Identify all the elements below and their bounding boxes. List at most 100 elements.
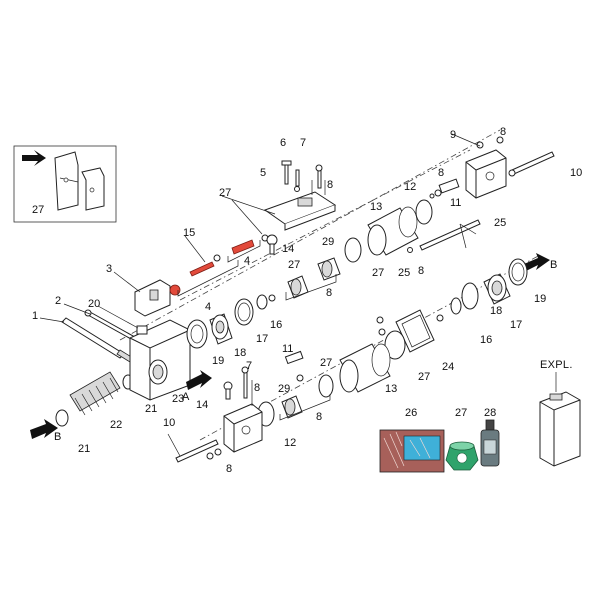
part-label-8: 8 [254, 382, 260, 394]
part-label-27: 27 [320, 357, 332, 369]
part-label-17: 17 [256, 333, 268, 345]
seal-part-27-c [318, 374, 334, 398]
part-label-8: 8 [438, 167, 444, 179]
ball-part-25 [407, 247, 413, 253]
view-label-a: A [182, 391, 190, 403]
piston-part-18 [209, 313, 233, 345]
screw-part-9 [496, 136, 504, 144]
part-label-12: 12 [404, 181, 416, 193]
exploded-view-label: EXPL. [540, 359, 573, 371]
pin-part-25 [419, 219, 481, 251]
tube-part-13-upper [367, 206, 419, 256]
part-label-1: 1 [32, 310, 38, 322]
valve-part-11-lower [284, 350, 304, 365]
part-label-17: 17 [510, 319, 522, 331]
washer [213, 254, 221, 262]
part-label-2: 2 [55, 295, 61, 307]
group-bracket-4 [177, 260, 239, 297]
tube-part-13-lower [339, 343, 391, 393]
view-label-b: B [550, 259, 557, 271]
screw-head-7 [315, 164, 323, 172]
part-label-27: 27 [288, 259, 300, 271]
part-label-8: 8 [316, 411, 322, 423]
washer [268, 294, 276, 302]
part-label-7: 7 [246, 360, 252, 372]
part-label-16: 16 [270, 319, 282, 331]
part-label-8: 8 [326, 287, 332, 299]
washer-part-29 [296, 374, 304, 382]
part-label-19: 19 [534, 293, 546, 305]
inset-screw [63, 177, 69, 183]
housing-part-23 [129, 319, 191, 401]
top-bracket-assembly [263, 160, 337, 255]
bolt-part-10-upper [511, 151, 555, 175]
mid-axis-line [179, 149, 471, 301]
piston-part-18-b [483, 273, 511, 305]
nut [206, 452, 214, 460]
part-label-11: 11 [282, 343, 293, 355]
part-label-8: 8 [418, 265, 424, 277]
screw [376, 316, 384, 324]
part-labels: 1 2 3 4 4 5 6 7 7 8 8 8 8 8 8 8 8 9 10 1… [32, 126, 582, 475]
upper-row-parts [186, 136, 555, 349]
part-label-22: 22 [110, 419, 122, 431]
part-label-27: 27 [32, 204, 44, 216]
part-label-8: 8 [500, 126, 506, 138]
part-label-6: 6 [280, 137, 286, 149]
rod-part-1 [61, 317, 125, 359]
part-label-5: 5 [260, 167, 266, 179]
coil-part-8-upper [285, 257, 341, 301]
seal-part-17-b [461, 282, 479, 310]
part-label-7: 7 [300, 137, 306, 149]
part-label-25: 25 [494, 217, 506, 229]
end-block-upper [465, 136, 507, 199]
view-a-arrow-icon [186, 370, 212, 390]
seal-part-27-lower [384, 330, 406, 360]
screw-part-6 [284, 163, 289, 185]
part-label-8: 8 [327, 179, 333, 191]
assembled-unit-illustration [539, 372, 581, 467]
seal-part-27-upper [344, 237, 362, 263]
screw-part-7 [317, 169, 322, 189]
part-label-10: 10 [570, 167, 582, 179]
lower-center-parts [175, 343, 391, 463]
knob-stem [269, 243, 275, 255]
part-label-14: 14 [282, 243, 294, 255]
valve-insert [149, 289, 159, 301]
part-label-20: 20 [88, 298, 100, 310]
screw [378, 328, 386, 336]
part-label-13: 13 [370, 201, 382, 213]
plate-edge [284, 205, 336, 231]
part-label-13: 13 [385, 383, 397, 395]
part-label-29: 29 [322, 236, 334, 248]
part-label-25: 25 [398, 267, 410, 279]
nut [294, 186, 300, 192]
end-block-lower [223, 403, 263, 453]
view-b-arrow-icon-2 [524, 253, 550, 271]
part-label-26: 26 [405, 407, 417, 419]
part-label-4: 4 [205, 301, 211, 313]
part-label-16: 16 [480, 334, 492, 346]
part-label-18: 18 [490, 305, 502, 317]
part-label-8: 8 [226, 463, 232, 475]
seal-kit-part-26 [379, 429, 445, 473]
inset-leader [59, 177, 79, 183]
nut [214, 448, 222, 456]
part-label-27: 27 [219, 187, 231, 199]
grease-part-27 [445, 441, 479, 471]
part-label-27: 27 [455, 407, 467, 419]
red-shaft-part-15 [189, 261, 215, 277]
screw-head [241, 366, 249, 374]
left-assembly [30, 309, 212, 439]
part-label-28: 28 [484, 407, 496, 419]
screw [436, 314, 444, 322]
label-leaders [39, 133, 481, 457]
group-bracket-4b [227, 240, 261, 263]
spring-part-22 [69, 371, 121, 416]
screw-head-6 [281, 160, 292, 166]
oring-part-12-upper [415, 199, 433, 225]
lower-row-parts [376, 258, 528, 360]
ring-part-16-b [450, 297, 462, 315]
bracket-part-20 [136, 325, 148, 335]
